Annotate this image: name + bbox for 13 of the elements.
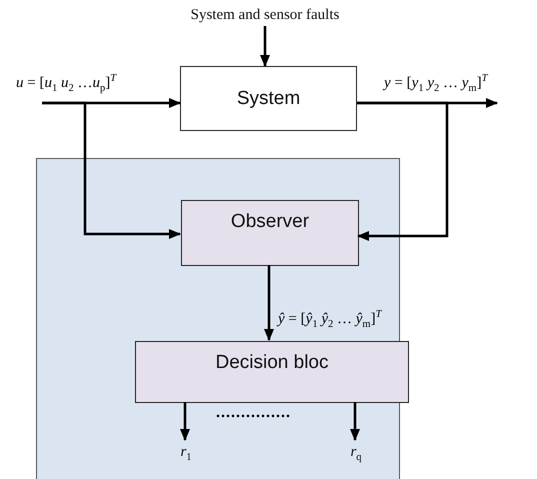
arrow (357, 102, 448, 241)
arrow (180, 402, 190, 441)
process-box: System (180, 66, 357, 131)
process-box: Decision bloc (135, 341, 409, 403)
annotation-text: System and sensor faults (155, 4, 375, 26)
arrow (42, 102, 181, 239)
output-label: r$_{q}$ (341, 441, 371, 465)
arrow (350, 402, 360, 441)
output-label: r$_{1}$ (171, 441, 201, 465)
process-box: Observer (181, 200, 359, 266)
arrow (260, 26, 270, 67)
ellipsis-dots: ............... (216, 404, 291, 422)
arrow (264, 265, 274, 341)
